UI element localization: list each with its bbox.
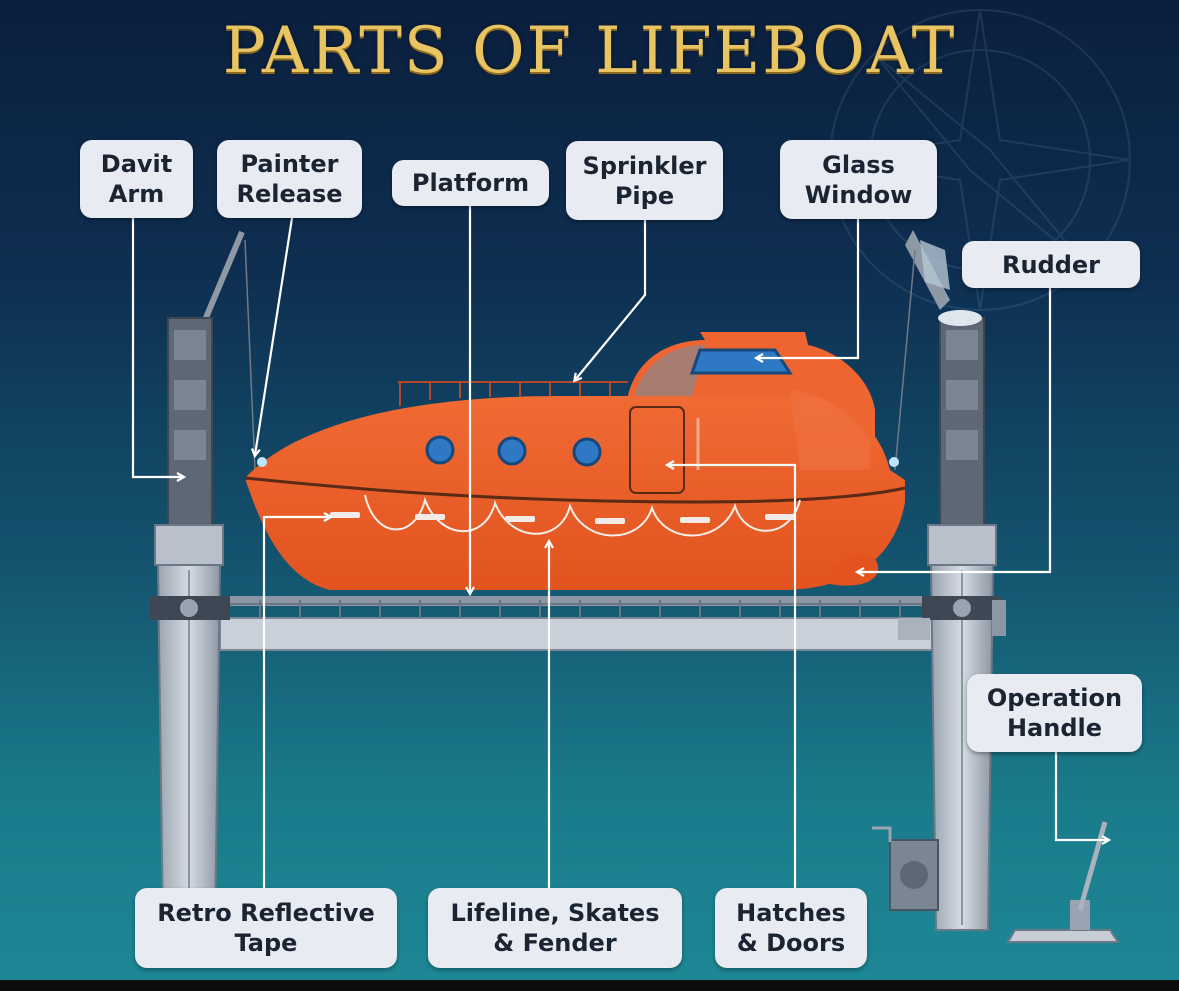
label-hatches-doors: Hatches & Doors <box>715 888 867 968</box>
label-sprinkler-pipe: Sprinkler Pipe <box>566 141 723 220</box>
arrow-operation-handle <box>1054 752 1108 840</box>
label-painter-release: Painter Release <box>217 140 362 218</box>
page-title: PARTS OF LIFEBOAT <box>222 14 957 88</box>
right-davit <box>872 230 1006 931</box>
label-platform: Platform <box>392 160 549 206</box>
operation-handle-shape <box>1006 821 1120 943</box>
lifeboat-shape <box>244 332 906 590</box>
arrow-painter-release <box>255 217 294 455</box>
arrow-glass-window <box>757 218 860 358</box>
label-davit-arm: Davit Arm <box>80 140 193 218</box>
label-glass-window: Glass Window <box>780 140 937 219</box>
left-davit <box>150 230 256 931</box>
label-operation-handle: Operation Handle <box>967 674 1142 752</box>
platform-frame <box>219 596 941 651</box>
arrow-rudder <box>858 288 1052 572</box>
leader-arrows <box>131 205 1108 888</box>
label-rudder: Rudder <box>962 241 1140 288</box>
bottom-bar <box>0 980 1179 991</box>
arrow-sprinkler-pipe <box>575 220 647 380</box>
arrow-retro-tape <box>262 517 330 888</box>
arrow-hatches <box>668 465 797 888</box>
arrow-davit-arm <box>131 218 183 477</box>
label-retro-reflective-tape: Retro Reflective Tape <box>135 888 397 968</box>
label-lifeline-skates-fender: Lifeline, Skates & Fender <box>428 888 682 968</box>
